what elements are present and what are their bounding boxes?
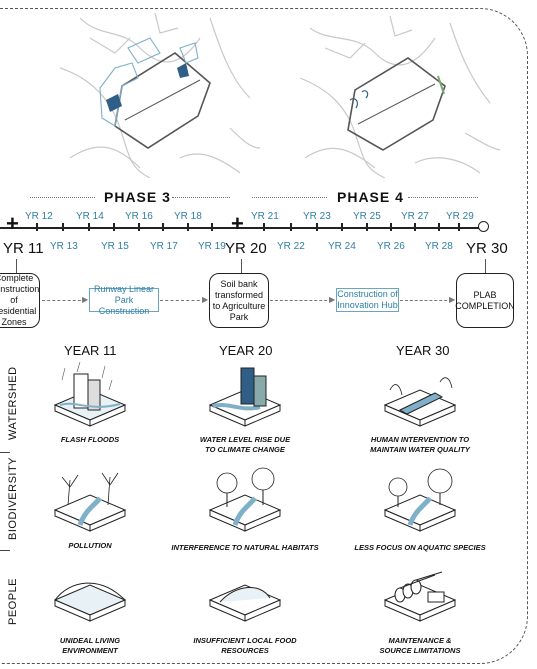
- year-label: YR 23: [303, 211, 331, 222]
- connector: [241, 259, 242, 273]
- natural-habitats-illustration: [208, 467, 282, 532]
- year-label: YR 14: [76, 211, 104, 222]
- year-label: YR 28: [425, 241, 453, 252]
- phase4-dots-left: [252, 197, 327, 198]
- phase3-dots-left: [30, 197, 95, 198]
- phase3-dots-right: [172, 197, 230, 198]
- event-flow-line: [400, 300, 452, 301]
- tick: [88, 223, 90, 231]
- year-label: YR 18: [174, 211, 202, 222]
- row-label-watershed: WATERSHED: [7, 366, 19, 440]
- arrow-icon: ▶: [449, 295, 456, 304]
- year-label: YR 17: [150, 241, 178, 252]
- year-label: YR 19: [198, 241, 226, 252]
- arrow-icon: ▶: [82, 295, 89, 304]
- arrow-icon: ▶: [329, 295, 336, 304]
- tick: [366, 223, 368, 231]
- year-label: YR 25: [353, 211, 381, 222]
- tick: [390, 223, 392, 231]
- site-map-phase3: [60, 12, 260, 178]
- event-flow-line: [270, 300, 332, 301]
- phase3-title: PHASE 3: [104, 189, 171, 205]
- water-level-rise-illustration: [208, 367, 282, 427]
- column-year-30: YEAR 30: [396, 343, 450, 358]
- year-label: YR 12: [25, 211, 53, 222]
- year-label: YR 29: [446, 211, 474, 222]
- caption-food-resources: INSUFFICIENT LOCAL FOOD RESOURCES: [193, 636, 297, 655]
- tick: [187, 223, 189, 231]
- tick: [316, 223, 318, 231]
- event-residential-zones: CompleteConstruction ofResidentialZones: [0, 273, 40, 328]
- living-environment-illustration: [53, 582, 127, 622]
- tick: [263, 223, 265, 231]
- food-resources-illustration: [208, 584, 282, 622]
- arrow-icon: ▶: [202, 295, 209, 304]
- row-label-biodiversity: BIODIVERSITY: [7, 456, 19, 540]
- connector: [485, 259, 486, 273]
- aquatic-species-illustration: [383, 468, 457, 532]
- tick: [36, 223, 38, 231]
- flash-floods-illustration: [53, 361, 127, 427]
- year-label: YR 26: [377, 241, 405, 252]
- caption-natural-habitats: INTERFERENCE TO NATURAL HABITATS: [171, 543, 319, 552]
- event-flow-line: [160, 300, 205, 301]
- milestone-year: YR 11: [3, 240, 44, 257]
- year-label: YR 22: [277, 241, 305, 252]
- year-label: YR 21: [251, 211, 279, 222]
- caption-aquatic-species: LESS FOCUS ON AQUATIC SPECIES: [354, 543, 486, 552]
- year-label: YR 15: [101, 241, 129, 252]
- timeline-axis: [0, 227, 484, 229]
- maintenance-illustration: [383, 571, 457, 622]
- year-label: YR 13: [50, 241, 78, 252]
- year-label: YR 24: [328, 241, 356, 252]
- event-flow-line: [42, 300, 86, 301]
- column-year-11: YEAR 11: [64, 343, 117, 358]
- tick: [438, 223, 440, 231]
- tick: [290, 223, 292, 231]
- tick: [458, 223, 460, 231]
- milestone-year: YR 30: [466, 240, 508, 257]
- site-map-phase4: [300, 15, 500, 178]
- caption-maintenance: MAINTENANCE &SOURCE LIMITATIONS: [379, 636, 461, 655]
- tick: [341, 223, 343, 231]
- dashed-frame: [0, 8, 528, 664]
- caption-pollution: POLLUTION: [68, 541, 112, 550]
- milestone-year: YR 20: [225, 240, 267, 257]
- row-divider: [0, 452, 10, 453]
- row-label-people: PEOPLE: [7, 577, 19, 625]
- human-intervention-illustration: [383, 377, 457, 427]
- tick: [138, 223, 140, 231]
- row-divider: [0, 550, 10, 551]
- year-label: YR 16: [125, 211, 153, 222]
- connector: [16, 259, 17, 273]
- tick: [162, 223, 164, 231]
- timeline-start-marker: +: [6, 211, 19, 236]
- timeline-phase4-marker: +: [231, 211, 244, 236]
- phase4-title: PHASE 4: [337, 189, 404, 205]
- phase4-dots-right: [408, 197, 478, 198]
- tick: [113, 223, 115, 231]
- tick: [62, 223, 64, 231]
- pollution-illustration: [53, 472, 127, 532]
- caption-flash-floods: FLASH FLOODS: [60, 435, 120, 444]
- year-label: YR 27: [401, 211, 429, 222]
- timeline-end-marker: [478, 221, 489, 232]
- tick: [414, 223, 416, 231]
- column-year-20: YEAR 20: [219, 343, 273, 358]
- tick: [211, 223, 213, 231]
